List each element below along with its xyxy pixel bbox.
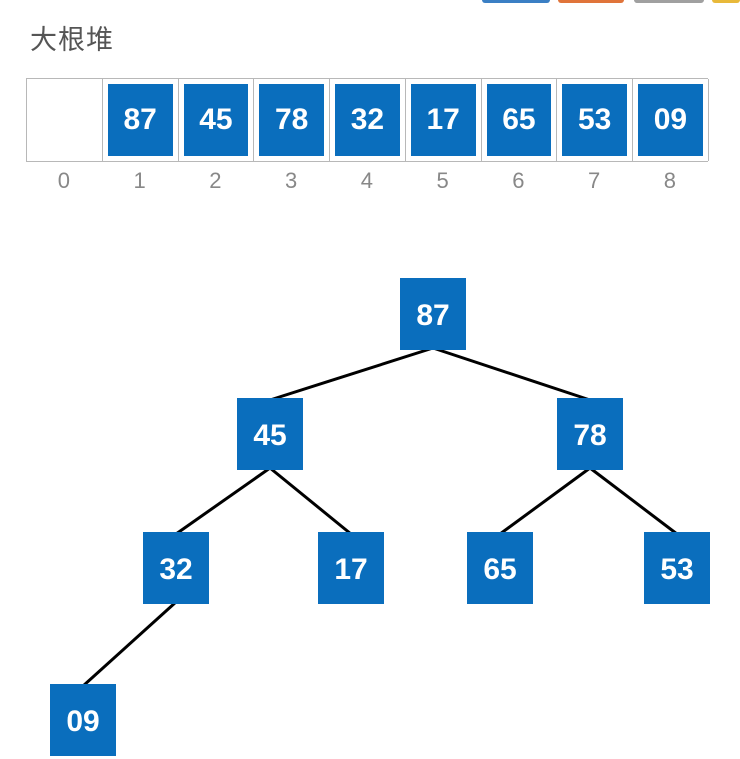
tree-node-n5: 17 xyxy=(318,532,384,604)
array-cell-5: 17 xyxy=(406,79,482,161)
array-index-label: 0 xyxy=(57,168,70,193)
tree-nodes: 87 45 78 32 17 65 53 09 xyxy=(50,278,710,756)
tree-node-label: 65 xyxy=(483,553,516,586)
tree-node-n1: 87 xyxy=(400,278,466,350)
tree-node-box xyxy=(143,532,209,604)
tree-node-box xyxy=(467,532,533,604)
array-cell-value: 87 xyxy=(107,84,173,156)
array-index-label: 1 xyxy=(133,168,146,193)
array-cell-1: 87 xyxy=(103,79,179,161)
array-cell-value: 65 xyxy=(486,84,552,156)
page-title: 大根堆 xyxy=(30,25,114,56)
top-toolbar-strip-yellow xyxy=(712,0,740,3)
tree-edge-n2-n5 xyxy=(269,466,352,536)
top-toolbar-strip-blue xyxy=(482,0,550,3)
tree-node-label: 32 xyxy=(159,553,192,586)
tree-edge-n3-n6 xyxy=(499,466,591,536)
tree-node-label: 45 xyxy=(253,419,286,452)
tree-node-box xyxy=(400,278,466,350)
array-index-label: 8 xyxy=(663,168,676,193)
array-cell-8: 09 xyxy=(633,79,709,161)
tree-node-box xyxy=(644,532,710,604)
tree-node-n4: 32 xyxy=(143,532,209,604)
array-index-label: 5 xyxy=(436,168,449,193)
heap-array-indices: 0 1 2 3 4 5 6 7 8 xyxy=(26,168,708,198)
tree-edges xyxy=(81,346,678,688)
array-cell-value: 78 xyxy=(259,84,324,156)
tree-node-n3: 78 xyxy=(557,398,623,470)
array-cell-value: 45 xyxy=(183,84,249,156)
array-cell-value: 53 xyxy=(562,84,627,156)
array-index-label: 4 xyxy=(360,168,373,193)
tree-node-n6: 65 xyxy=(467,532,533,604)
tree-edge-n1-n3 xyxy=(432,346,591,402)
top-toolbar-strip-gray xyxy=(634,0,704,3)
array-cell-3: 78 xyxy=(254,79,330,161)
array-cell-value: 09 xyxy=(638,84,703,156)
tree-node-box xyxy=(50,684,116,756)
tree-node-label: 09 xyxy=(66,705,99,738)
tree-node-n8: 09 xyxy=(50,684,116,756)
top-toolbar-strip-orange xyxy=(558,0,624,3)
array-index-label: 6 xyxy=(512,168,525,193)
array-index-label: 2 xyxy=(209,168,222,193)
array-cell-value: 17 xyxy=(410,84,476,156)
tree-node-label: 17 xyxy=(334,553,367,586)
tree-edge-n3-n7 xyxy=(589,466,678,536)
tree-node-label: 87 xyxy=(416,299,449,332)
array-cell-0 xyxy=(27,79,103,161)
tree-node-box xyxy=(557,398,623,470)
tree-node-box xyxy=(237,398,303,470)
array-index-label: 3 xyxy=(285,168,298,193)
tree-node-box xyxy=(318,532,384,604)
tree-node-n7: 53 xyxy=(644,532,710,604)
array-cell-2: 45 xyxy=(179,79,255,161)
tree-node-label: 53 xyxy=(660,553,693,586)
tree-node-n2: 45 xyxy=(237,398,303,470)
array-cell-value: 32 xyxy=(335,84,400,156)
array-cell-6: 65 xyxy=(482,79,558,161)
tree-edge-n4-n8 xyxy=(81,600,178,688)
tree-edge-n2-n4 xyxy=(175,466,271,536)
array-index-label: 7 xyxy=(588,168,601,193)
array-cell-4: 32 xyxy=(330,79,406,161)
tree-edge-n1-n2 xyxy=(269,346,434,402)
array-cell-7: 53 xyxy=(557,79,633,161)
tree-node-label: 78 xyxy=(573,419,606,452)
